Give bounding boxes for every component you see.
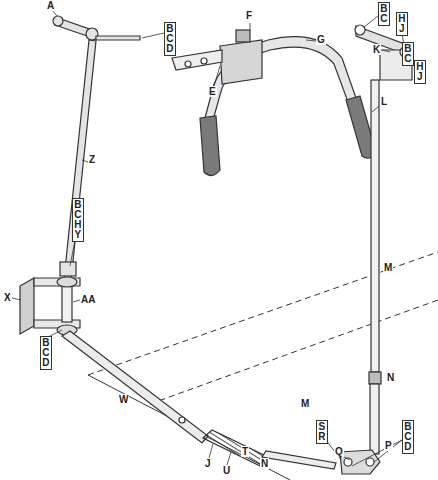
callout-letter: Z (88, 154, 96, 165)
callout-group: S R (316, 420, 328, 444)
collar-n (369, 372, 381, 384)
lever-pivot (53, 16, 63, 26)
housing-top (34, 278, 80, 286)
callout-letter: X (3, 292, 12, 303)
callout-letter: M (300, 398, 310, 409)
left-grip (200, 116, 220, 176)
callout-letter: F (245, 10, 253, 21)
spring (203, 430, 266, 466)
callout-letter: K (372, 44, 381, 55)
callout-letter: J (204, 458, 212, 469)
callout-letter: Q (334, 446, 344, 457)
callout-group: B C D (40, 336, 52, 370)
tube-bolt (185, 61, 191, 67)
yoke-hub (220, 40, 262, 84)
callout-group: H J (414, 60, 426, 84)
shaft-aa (62, 284, 72, 322)
rod-end (60, 262, 76, 276)
pivot-bolt (96, 36, 140, 40)
housing-plate (20, 278, 34, 334)
leader-lines (12, 10, 414, 466)
floor-edge-hidden (150, 300, 438, 404)
callout-letter: W (118, 394, 129, 405)
callout-group: B C (402, 42, 414, 66)
callout-letter: P (384, 440, 393, 451)
tube-bolt (201, 58, 207, 64)
callout-group: B C H Y (72, 198, 84, 242)
rod-p (370, 384, 379, 454)
callout-letter: N (260, 458, 269, 469)
callout-group: H J (396, 12, 408, 36)
callout-letter: G (316, 34, 326, 45)
column-tube (172, 50, 222, 70)
callout-letter: M (383, 262, 393, 273)
callout-group: B C (378, 2, 390, 26)
callout-group: B C D (402, 420, 414, 454)
rod-m-lower (262, 451, 336, 469)
callout-letter: N (386, 372, 395, 383)
yoke-bar (205, 37, 356, 120)
mount-bolt (355, 25, 365, 35)
clevis-bolt (366, 458, 374, 466)
rod-m (371, 80, 379, 372)
shaft-top-arm (57, 277, 77, 287)
callout-letter: E (208, 86, 217, 97)
callout-letter: AA (80, 294, 96, 305)
floor-edge-hidden (88, 252, 438, 375)
callout-letter: U (222, 465, 231, 476)
rod-hole (179, 417, 185, 423)
rod-w (62, 331, 208, 443)
callout-letter: A (46, 0, 55, 11)
callout-letter: L (380, 96, 388, 107)
hub-cap (236, 30, 250, 42)
rod-z (64, 40, 96, 280)
callout-group: B C D (164, 22, 176, 56)
callout-letter: T (241, 446, 249, 457)
